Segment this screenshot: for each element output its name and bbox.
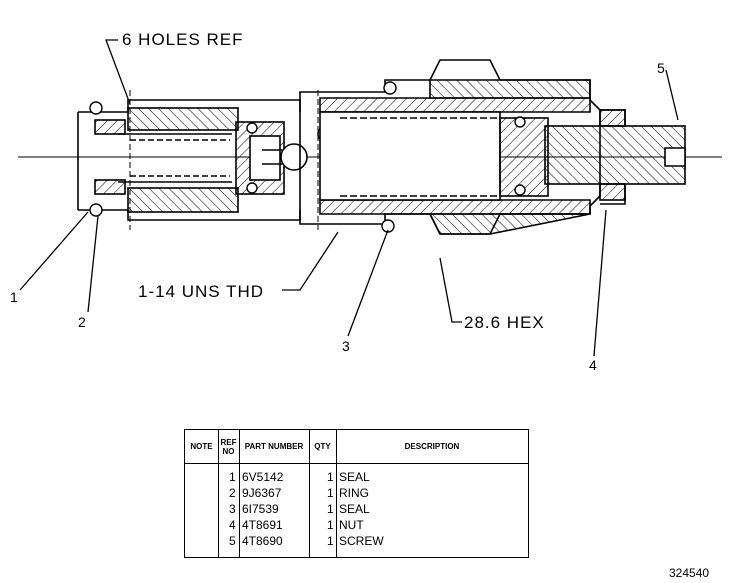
callout-4: 4 [589,357,597,373]
callout-3: 3 [342,338,350,354]
table-row: 5 4T8690 1 SCREW [229,534,384,548]
table-row: 3 6I7539 1 SEAL [229,502,370,516]
left-body [77,99,301,221]
callout-5: 5 [657,60,665,76]
holes-ref-label: 6 HOLES REF [122,30,244,49]
check-ball [280,143,308,171]
table-header-row [185,430,528,464]
header-ref-no: REF NO [220,437,237,456]
header-part-number: PART NUMBER [244,442,304,451]
table-row: 4 4T8691 1 NUT [229,518,364,532]
adjusting-screw [544,109,686,205]
header-note: NOTE [190,442,213,451]
header-qty: QTY [314,442,331,451]
leader-lines [19,39,679,357]
hole-reference-lines [129,90,319,230]
callout-2: 2 [78,314,86,330]
table-row: 2 9J6367 1 RING [229,486,369,500]
figure-number: 324540 [669,566,710,580]
parts-table: NOTE REF NO PART NUMBER QTY DESCRIPTION … [184,429,529,558]
seal-rings [89,81,526,233]
hex-label: 28.6 HEX [464,313,545,332]
header-description: DESCRIPTION [404,442,460,451]
table-row: 1 6V5142 1 SEAL [229,470,370,484]
callout-1: 1 [10,289,18,305]
thread-label: 1-14 UNS THD [138,282,264,301]
